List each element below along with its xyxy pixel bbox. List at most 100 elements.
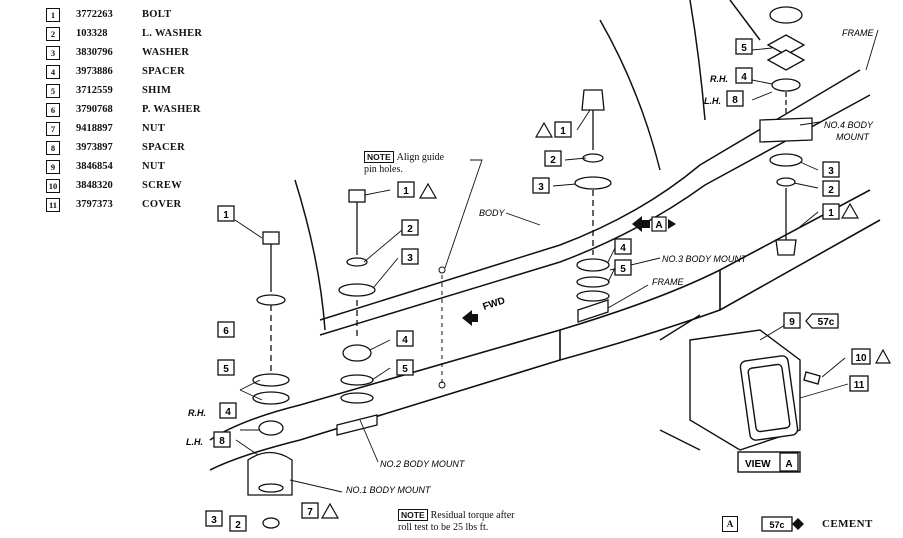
callout-5b: 5	[396, 359, 414, 376]
callout-3c: 3	[532, 177, 550, 194]
lh-label-left: L.H.	[186, 437, 203, 447]
part-code: 3973897	[76, 142, 113, 153]
callout-2c: 2	[544, 150, 562, 167]
svg-text:4: 4	[620, 243, 626, 254]
mount-4-stack	[759, 6, 813, 256]
part-number: 9	[46, 159, 60, 174]
svg-text:5: 5	[741, 43, 747, 54]
rh-label-left: R.H.	[188, 408, 206, 418]
fwd-arrow: FWD	[462, 295, 507, 326]
callout-2a: 2	[229, 515, 247, 532]
part-code: 3830796	[76, 47, 113, 58]
callout-7: 7	[301, 502, 319, 519]
parts-list-row: 5 3712559 SHIM	[46, 81, 246, 100]
svg-text:7: 7	[307, 507, 313, 518]
part-code: 3797373	[76, 199, 113, 210]
part-name: BOLT	[142, 9, 172, 20]
mount-2-label: NO.2 BODY MOUNT	[380, 459, 466, 469]
svg-text:10: 10	[855, 353, 867, 364]
rh-label-right: R.H.	[710, 74, 728, 84]
svg-text:3: 3	[828, 166, 834, 177]
part-code: 3973886	[76, 66, 113, 77]
part-code: 3772263	[76, 9, 113, 20]
svg-text:1: 1	[828, 208, 834, 219]
svg-text:4: 4	[402, 335, 408, 346]
legend-57c-flag: 57c	[761, 516, 804, 532]
svg-text:A: A	[785, 459, 792, 470]
frame-label-top: FRAME	[842, 28, 874, 38]
callout-4d: 4	[735, 67, 753, 84]
svg-text:2: 2	[235, 520, 241, 531]
mount-3-label: NO.3 BODY MOUNT	[662, 254, 748, 264]
torque-note-line2: roll test to be 25 lbs ft.	[398, 522, 489, 533]
legend-cement-text: CEMENT	[822, 518, 873, 530]
part-name: P. WASHER	[142, 104, 201, 115]
part-number: 2	[46, 26, 60, 41]
svg-text:1: 1	[403, 186, 409, 197]
callout-2b: 2	[401, 219, 419, 236]
part-name: WASHER	[142, 47, 190, 58]
svg-text:3: 3	[407, 253, 413, 264]
part-name: SHIM	[142, 85, 172, 96]
part-code: 103328	[76, 28, 108, 39]
warning-triangles	[320, 121, 892, 519]
callout-4a: 4	[219, 402, 237, 419]
callout-boxes: 1 6 5 4 8 3 2 7 1 2 3 4 5 1 2 3 4 5 5 4 …	[205, 38, 871, 532]
part-number: 8	[46, 140, 60, 155]
parts-list-row: 3 3830796 WASHER	[46, 43, 246, 62]
callout-9: 9	[783, 312, 801, 329]
body-label: BODY	[479, 208, 506, 218]
note-tag: NOTE	[364, 151, 394, 163]
callout-1b: 1	[397, 181, 415, 198]
callout-8a: 8	[213, 431, 231, 448]
mount-4-label-line2: MOUNT	[836, 132, 870, 142]
part-name: NUT	[142, 161, 166, 172]
part-number: 5	[46, 83, 60, 98]
part-code: 3790768	[76, 104, 113, 115]
svg-text:1: 1	[560, 126, 566, 137]
callout-3a: 3	[205, 510, 223, 527]
ref-57c-label: 57c	[818, 317, 835, 328]
cement-legend: A 57c CEMENT	[722, 515, 873, 533]
svg-text:5: 5	[402, 364, 408, 375]
callout-1a: 1	[217, 205, 235, 222]
part-number: 3	[46, 45, 60, 60]
svg-text:8: 8	[732, 95, 738, 106]
fwd-label: FWD	[482, 295, 507, 313]
align-note-line1: Align guide	[396, 152, 445, 163]
callout-5c: 5	[614, 259, 632, 276]
mount-1-stack	[247, 231, 293, 529]
svg-text:5: 5	[223, 364, 229, 375]
guide-hole-upper	[438, 266, 446, 274]
svg-text:5: 5	[620, 264, 626, 275]
torque-note-line1: Residual torque after	[430, 510, 515, 521]
svg-text:VIEW: VIEW	[745, 459, 771, 470]
triangle-icon	[320, 502, 340, 519]
callout-1c: 1	[554, 121, 572, 138]
part-number: 11	[46, 197, 60, 212]
view-a-detail	[659, 314, 821, 451]
callout-11: 11	[849, 375, 869, 392]
leader-lines	[234, 29, 879, 493]
triangle-icon	[840, 202, 860, 219]
legend-box: A	[722, 516, 738, 532]
callout-4b: 4	[396, 330, 414, 347]
part-code: 3712559	[76, 85, 113, 96]
part-code: 3848320	[76, 180, 113, 191]
callout-8b: 8	[726, 90, 744, 107]
lh-label-right: L.H.	[704, 96, 721, 106]
svg-text:4: 4	[741, 72, 747, 83]
svg-text:6: 6	[223, 326, 229, 337]
callout-10: 10	[851, 348, 871, 365]
part-code: 9418897	[76, 123, 113, 134]
svg-text:2: 2	[550, 155, 556, 166]
callout-2d: 2	[822, 180, 840, 197]
frame-rail	[209, 189, 881, 471]
callout-3b: 3	[401, 248, 419, 265]
callout-6: 6	[217, 321, 235, 338]
